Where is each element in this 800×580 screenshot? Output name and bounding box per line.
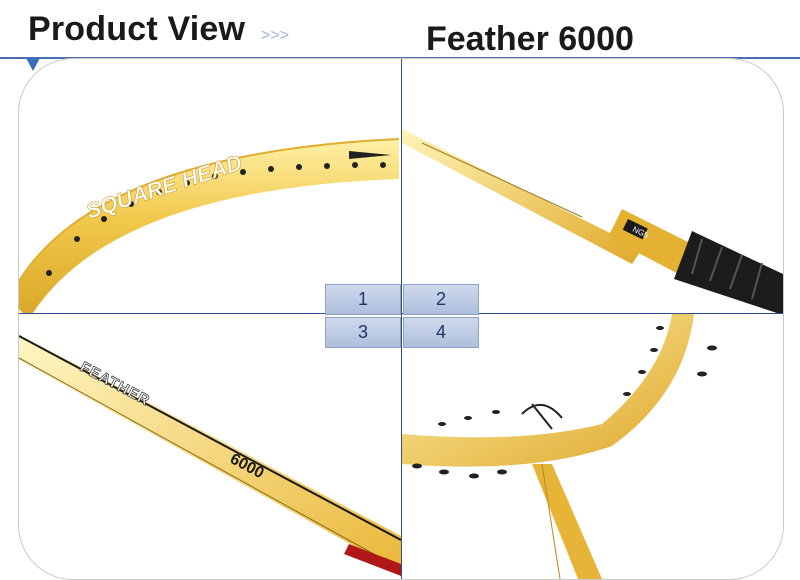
panel-number-grid: 1 2 3 4 xyxy=(325,284,479,348)
photo-panel-3: FEATHER 6000 xyxy=(19,314,401,579)
model-title: Feather 6000 xyxy=(426,20,634,58)
product-view-title: Product View xyxy=(28,10,246,48)
photo-panel-2: NG5 xyxy=(402,59,783,313)
photo-panel-4 xyxy=(402,314,783,579)
panel-label-2: 2 xyxy=(403,284,479,315)
product-photo-frame: SQUARE HEAD NG5 xyxy=(18,58,784,580)
title-arrows: >>> xyxy=(261,27,290,44)
panel-label-1: 1 xyxy=(325,284,401,315)
header: Product View >>> Feather 6000 xyxy=(0,0,800,71)
panel-label-4: 4 xyxy=(403,317,479,348)
vertical-divider xyxy=(401,59,402,579)
panel-label-3: 3 xyxy=(325,317,401,348)
rule-marker-icon xyxy=(26,58,40,71)
photo-panel-1: SQUARE HEAD xyxy=(19,59,401,313)
